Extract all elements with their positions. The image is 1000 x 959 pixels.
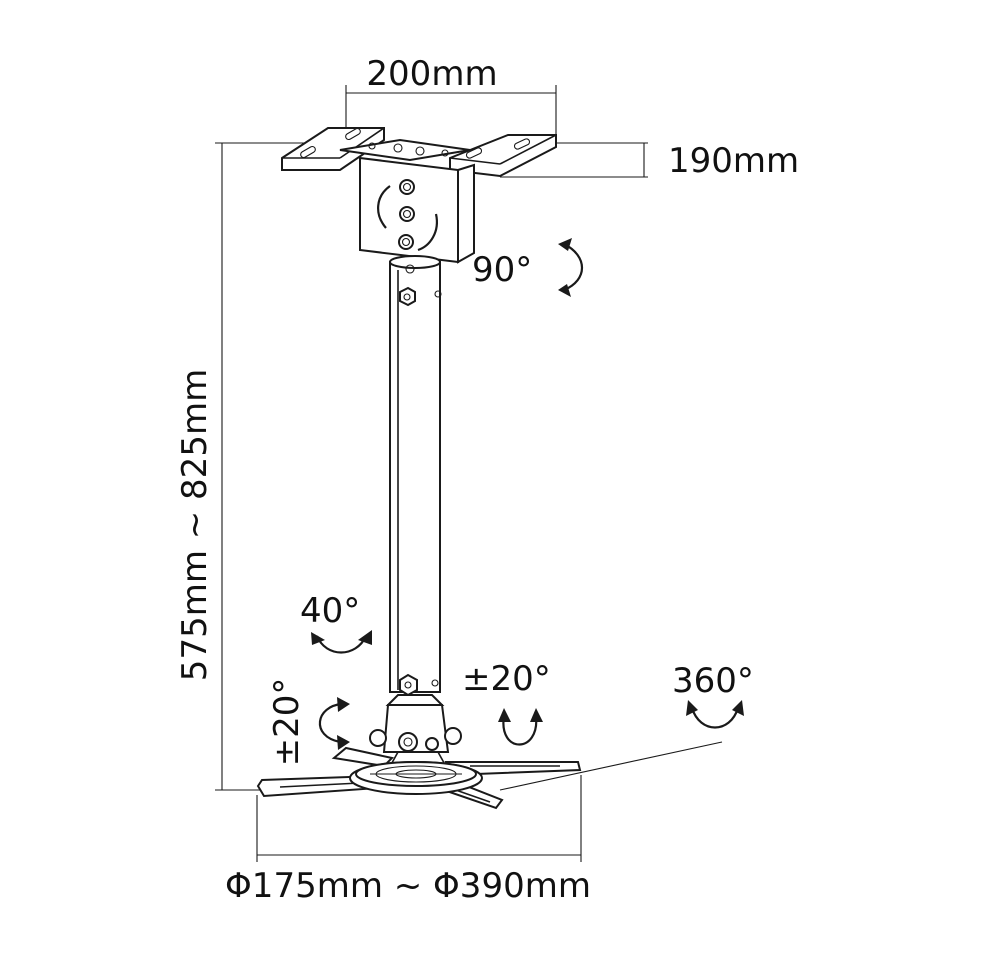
dimension-arm-span: Φ175mm ~ Φ390mm bbox=[225, 775, 591, 906]
base-disc bbox=[349, 761, 483, 795]
label-200mm: 200mm bbox=[366, 54, 497, 94]
slot-left bbox=[377, 185, 391, 229]
slot-right bbox=[417, 213, 438, 252]
label-90deg: 90° bbox=[472, 250, 532, 290]
label-360deg: 360° bbox=[672, 661, 754, 701]
label-190mm: 190mm bbox=[668, 141, 799, 181]
extension-pole bbox=[389, 255, 442, 697]
dimension-depth-190: 190mm bbox=[500, 141, 799, 181]
label-side-tilt-20deg: ±20° bbox=[267, 678, 307, 767]
rotation-tilt: 40° bbox=[300, 591, 372, 654]
ceiling-plate bbox=[281, 127, 557, 178]
label-arm-span: Φ175mm ~ Φ390mm bbox=[225, 866, 591, 906]
dimension-width-200: 200mm bbox=[345, 54, 557, 150]
dimension-height: 575mm ~ 825mm bbox=[175, 142, 320, 791]
label-40deg: 40° bbox=[300, 591, 360, 631]
rotation-top-swivel: 90° bbox=[472, 238, 583, 297]
tilt-head bbox=[369, 694, 462, 771]
leader-line-360 bbox=[499, 741, 723, 791]
rotation-side-roll: ±20° bbox=[462, 659, 551, 746]
swivel-bracket bbox=[359, 156, 475, 264]
label-height-range: 575mm ~ 825mm bbox=[175, 369, 215, 681]
rotation-side-tilt: ±20° bbox=[267, 678, 350, 767]
label-roll-20deg: ±20° bbox=[462, 659, 551, 699]
rotation-base: 360° bbox=[672, 661, 754, 729]
